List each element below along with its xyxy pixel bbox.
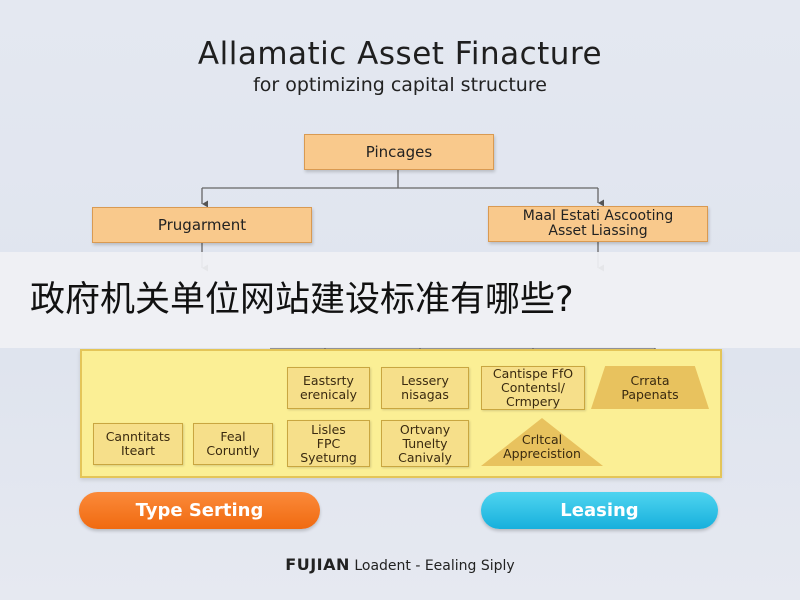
diagram-title: Allamatic Asset Finacture	[197, 36, 603, 72]
type-setting-button[interactable]: Type Serting	[79, 492, 320, 529]
diagram-subtitle: for optimizing capital structure	[253, 74, 547, 96]
node-lessery: Lessery nisagas	[381, 367, 469, 409]
node-candidates: Canntitats Iteart	[93, 423, 183, 465]
footer-brand: FUJIAN	[285, 555, 350, 574]
node-candisps: Cantispe FfO Contentsl/ Crmpery	[481, 366, 585, 410]
node-critical: Crltcal Apprecistion	[503, 432, 581, 461]
node-right-branch: Maal Estati Ascooting Asset Liassing	[488, 206, 708, 242]
node-lisles: Lisles FPC Syeturng	[287, 420, 370, 467]
footer-text: Loadent - Eealing Siply	[354, 558, 515, 574]
node-left-branch: Prugarment	[92, 207, 312, 243]
node-create: Crrata Papenats	[621, 372, 679, 402]
node-root: Pincages	[304, 134, 494, 170]
node-easterly: Eastsrty erenicaly	[287, 367, 370, 409]
banner-heading: 政府机关单位网站建设标准有哪些?	[30, 280, 574, 320]
leasing-button[interactable]: Leasing	[481, 492, 718, 529]
node-ortvany: Ortvany Tunelty Canivaly	[381, 420, 469, 467]
node-create-shape	[591, 366, 709, 409]
node-feal: Feal Coruntly	[193, 423, 273, 465]
question-banner	[0, 252, 800, 348]
footer: FUJIAN Loadent - Eealing Siply	[0, 555, 800, 574]
